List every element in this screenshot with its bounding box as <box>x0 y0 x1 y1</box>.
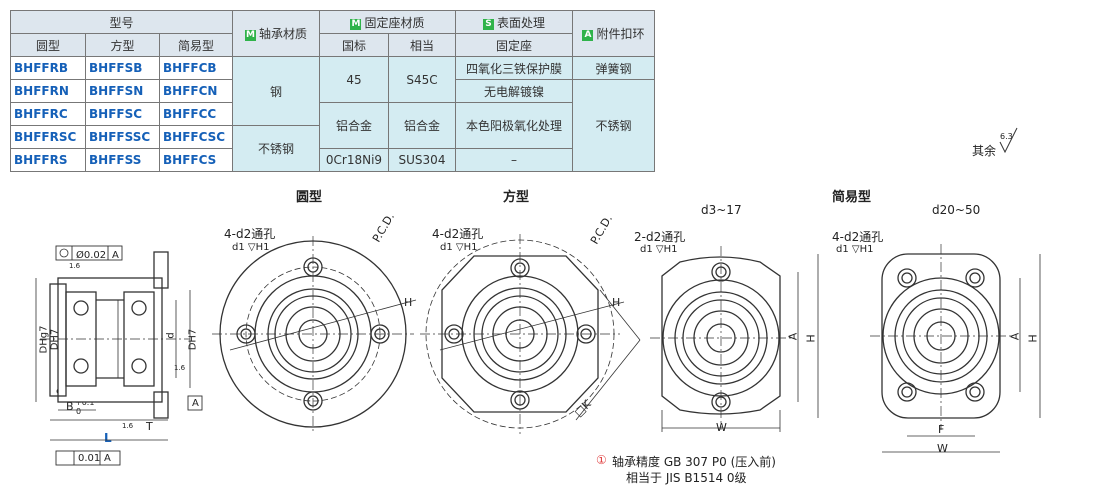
simple-flange-large-view <box>870 244 1041 453</box>
cbore-callout: d1 ▽H1 <box>232 242 270 253</box>
cbore-callout: d1 ▽H1 <box>640 244 678 255</box>
b-tol-low: 0 <box>76 407 82 416</box>
housing-0cr: 0Cr18Ni9 <box>319 148 389 172</box>
housing-45: 45 <box>319 56 389 103</box>
model-cell: BHFFSN <box>85 79 160 103</box>
note-line2: 相当于 JIS B1514 0级 <box>626 471 747 485</box>
w-label: W <box>937 442 948 455</box>
model-cell: BHFFSSC <box>85 125 160 149</box>
model-cell: BHFFSB <box>85 56 160 80</box>
col-square: 方型 <box>85 33 160 57</box>
surface-none: – <box>455 148 573 172</box>
datum-ref: A <box>104 453 111 464</box>
roughness-mark: 1.6 <box>122 422 134 430</box>
roughness-value: 6.3 <box>1000 132 1013 141</box>
model-cell: BHFFRC <box>10 102 86 126</box>
h-label: H <box>612 296 621 309</box>
model-cell: BHFFRS <box>10 148 86 172</box>
simple-title: 简易型 <box>832 190 872 205</box>
model-header: 型号 <box>10 10 233 34</box>
round-title: 圆型 <box>296 190 323 205</box>
round-flange-view <box>212 236 417 432</box>
model-cell: BHFFSS <box>85 148 160 172</box>
col-simple: 简易型 <box>159 33 233 57</box>
hole-callout: 2-d2通孔 <box>634 230 686 244</box>
simple-range-1: d3~17 <box>701 203 742 217</box>
datum-box: A <box>192 398 199 409</box>
model-cell: BHFFCN <box>159 79 233 103</box>
roughness-note: 其余 <box>972 144 997 158</box>
note-line1: 轴承精度 GB 307 P0 (压入前) <box>612 455 776 469</box>
model-cell: BHFFCB <box>159 56 233 80</box>
hole-callout: 4-d2通孔 <box>432 227 484 241</box>
surface-nickel: 无电解镀镍 <box>455 79 573 103</box>
surface-housing: 固定座 <box>455 33 573 57</box>
perp-tolerance: 0.01 <box>78 453 101 464</box>
square-flange-view <box>420 234 641 434</box>
housing-standard: 国标 <box>319 33 389 57</box>
model-cell: BHFFRN <box>10 79 86 103</box>
hole-callout: 4-d2通孔 <box>832 230 884 244</box>
side-view <box>35 245 203 466</box>
coax-tolerance: Ø0.02 <box>76 250 107 261</box>
simple-flange-small-view <box>650 246 819 432</box>
model-cell: BHFFCS <box>159 148 233 172</box>
model-cell: BHFFRB <box>10 56 86 80</box>
housing-s45c: S45C <box>388 56 456 103</box>
surface-anodize: 本色阳极氧化处理 <box>455 102 573 149</box>
hole-callout: 4-d2通孔 <box>224 227 276 241</box>
housing-sus: SUS304 <box>388 148 456 172</box>
tag-m: M <box>244 30 256 41</box>
cbore-callout: d1 ▽H1 <box>440 242 478 253</box>
accessory-stainless: 不锈钢 <box>572 79 655 172</box>
t-label: T <box>146 420 153 433</box>
bearing-steel: 钢 <box>232 56 320 126</box>
model-cell: BHFFCSC <box>159 125 233 149</box>
roughness-mark: 1.6 <box>69 262 81 270</box>
w-label: W <box>716 421 727 434</box>
roughness-mark: 1.6 <box>174 364 186 372</box>
square-title: 方型 <box>503 190 530 205</box>
bearing-stainless: 不锈钢 <box>232 125 320 172</box>
tag-a: A <box>582 30 594 41</box>
note-marker: ① <box>596 453 607 467</box>
tag-s: S <box>482 18 494 30</box>
b-label: B <box>66 400 74 413</box>
housing-al-std: 铝合金 <box>319 102 389 149</box>
cbore-callout: d1 ▽H1 <box>836 244 874 255</box>
housing-al-eq: 铝合金 <box>388 102 456 149</box>
simple-range-2: d20~50 <box>932 203 981 217</box>
col-round: 圆型 <box>10 33 86 57</box>
datum-ref: A <box>112 250 119 261</box>
tag-m: M <box>350 18 362 30</box>
l-label: L <box>104 431 112 445</box>
model-cell: BHFFCC <box>159 102 233 126</box>
accessory-spring: 弹簧钢 <box>572 56 655 80</box>
